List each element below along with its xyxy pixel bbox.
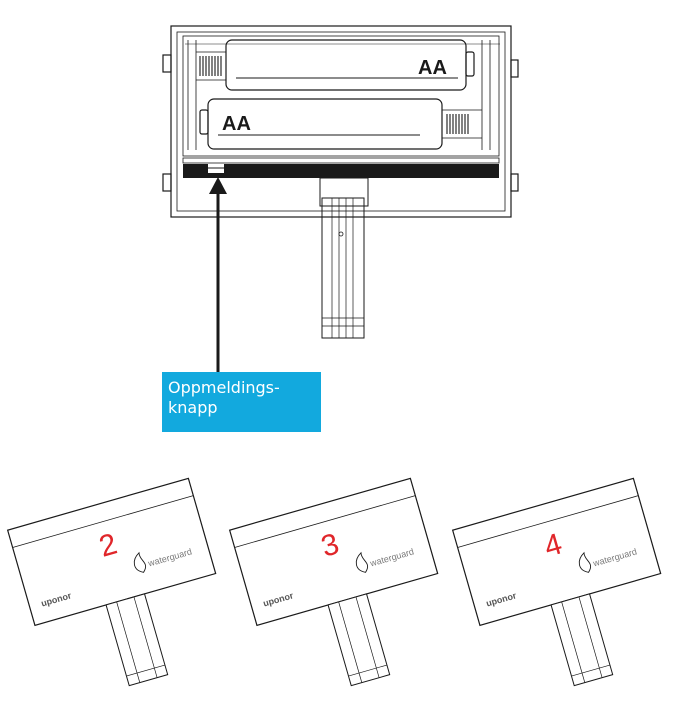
battery-top: [196, 39, 475, 91]
pairing-button-label: Oppmeldings- knapp: [168, 378, 280, 417]
sensor-2: 2 uponor waterguard: [6, 477, 217, 687]
battery-label-bottom: AA: [222, 113, 251, 135]
sensor-3: 3 uponor waterguard: [228, 477, 439, 687]
battery-unit: [162, 25, 519, 339]
battery-label-top: AA: [418, 57, 447, 79]
battery-bottom: [199, 98, 482, 150]
pairing-button-callout: Oppmeldings- knapp: [162, 372, 321, 432]
pointer-arrow: [209, 177, 227, 372]
sensor-4: 4 uponor waterguard: [451, 477, 662, 687]
